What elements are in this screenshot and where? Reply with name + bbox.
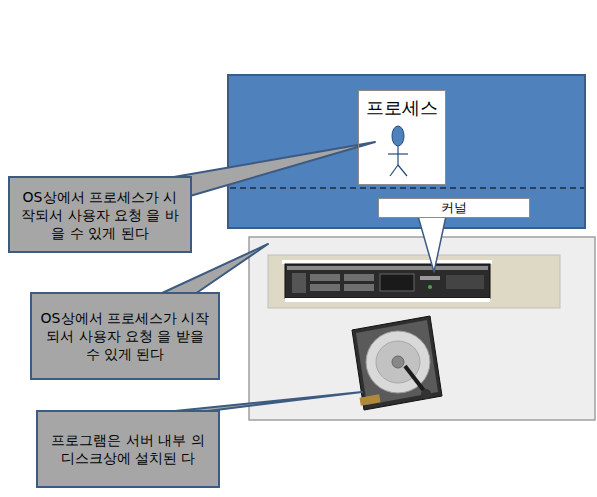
process-box: 프로세스 xyxy=(358,90,446,185)
callout-text: OS상에서 프로세스가 시작되서 사용자 요청 을 바을 수 있게 된다 xyxy=(18,188,182,242)
callout-box: OS상에서 프로세스가 시작되서 사용자 요청 을 바을 수 있게 된다 xyxy=(8,176,192,253)
kernel-tail xyxy=(418,216,446,272)
callout-text: OS상에서 프로세스가 시작되서 사용자 요청 을 받을 수 있게 된다 xyxy=(40,309,210,363)
process-box-fill xyxy=(358,90,446,185)
callout-box: OS상에서 프로세스가 시작되서 사용자 요청 을 받을 수 있게 된다 xyxy=(30,292,220,380)
hardware-panel xyxy=(249,237,595,420)
node-label: 프로세스 xyxy=(366,97,438,119)
callout-tail xyxy=(168,142,375,196)
os-area xyxy=(228,75,585,228)
callout-box: 프로그램은 서버 내부 의 디스크상에 설치된 다 xyxy=(36,410,220,488)
node-label: 커널 xyxy=(441,200,467,216)
process-figure xyxy=(388,126,408,176)
callout-text: 프로그램은 서버 내부 의 디스크상에 설치된 다 xyxy=(46,431,210,467)
kernel-box: 커널 xyxy=(378,198,530,218)
server-band xyxy=(268,255,560,308)
hard-disk-image xyxy=(352,316,442,410)
kernel-box-fill xyxy=(378,198,530,218)
callout-tail xyxy=(165,392,362,412)
server-image xyxy=(282,260,492,302)
os-divider xyxy=(230,188,584,189)
